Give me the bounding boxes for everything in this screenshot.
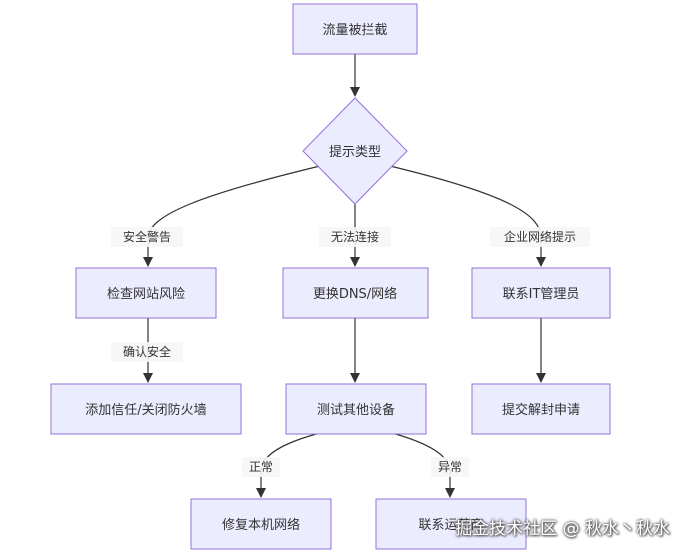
svg-text:检查网站风险: 检查网站风险: [107, 287, 185, 302]
node-check-site-risk: 检查网站风险: [75, 267, 217, 319]
svg-text:异常: 异常: [438, 460, 462, 474]
svg-text:确认安全: 确认安全: [123, 344, 171, 359]
edge-label-abnormal: 异常: [431, 457, 469, 477]
edge-label-normal: 正常: [242, 457, 280, 477]
node-add-trust: 添加信任/关闭防火墙: [50, 383, 242, 435]
svg-text:联系运营商: 联系运营商: [418, 518, 483, 533]
node-contact-isp: 联系运营商: [375, 498, 527, 550]
svg-text:提示类型: 提示类型: [329, 144, 381, 160]
svg-text:修复本机网络: 修复本机网络: [222, 517, 300, 533]
node-traffic-blocked: 流量被拦截: [292, 3, 418, 55]
node-submit-unblock: 提交解封申请: [471, 383, 611, 435]
svg-text:无法连接: 无法连接: [331, 229, 379, 244]
edge-type-to-check-risk: [143, 165, 321, 267]
svg-text:联系IT管理员: 联系IT管理员: [503, 287, 580, 302]
edge-type-to-contact-it: [389, 165, 546, 267]
edge-label-security-warning: 安全警告: [111, 227, 183, 247]
svg-text:测试其他设备: 测试其他设备: [317, 402, 395, 418]
svg-text:安全警告: 安全警告: [123, 229, 171, 244]
watermark: 掘金技术社区 @ 秋水丶秋水: [455, 519, 670, 539]
edge-label-confirm-safe: 确认安全: [111, 342, 183, 362]
svg-text:提交解封申请: 提交解封申请: [502, 402, 580, 418]
node-repair-network: 修复本机网络: [190, 498, 332, 550]
svg-text:更换DNS/网络: 更换DNS/网络: [313, 286, 397, 302]
svg-text:添加信任/关闭防火墙: 添加信任/关闭防火墙: [85, 402, 206, 418]
node-test-other-device: 测试其他设备: [285, 383, 427, 435]
svg-text:正常: 正常: [249, 460, 273, 474]
svg-text:企业网络提示: 企业网络提示: [504, 229, 576, 244]
edge-label-cannot-connect: 无法连接: [319, 227, 391, 247]
node-change-dns: 更换DNS/网络: [282, 267, 429, 319]
edge-label-enterprise-prompt: 企业网络提示: [490, 227, 590, 247]
node-contact-it: 联系IT管理员: [471, 267, 611, 319]
svg-text:流量被拦截: 流量被拦截: [322, 23, 387, 38]
node-prompt-type: 提示类型: [302, 97, 408, 205]
